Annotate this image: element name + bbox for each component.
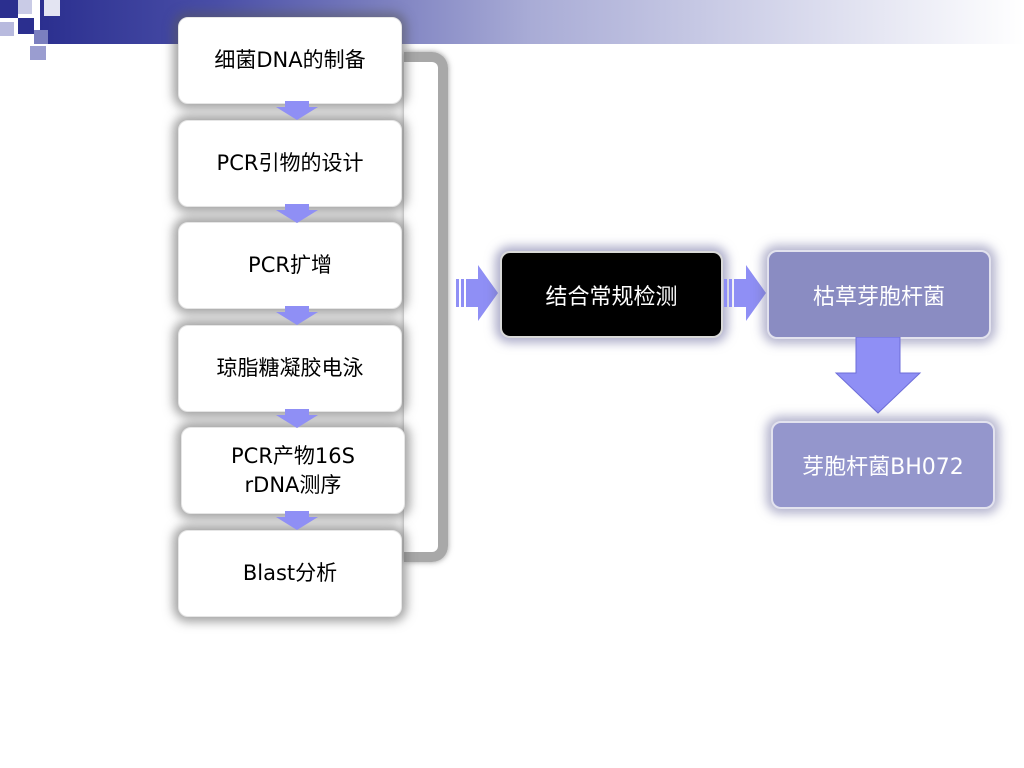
down-arrow-icon: [276, 101, 318, 120]
deco-square: [0, 22, 14, 36]
deco-square: [18, 18, 34, 34]
deco-square: [18, 0, 32, 14]
right-arrow-icon: [724, 265, 766, 321]
step-label: 琼脂糖凝胶电泳: [216, 356, 364, 380]
deco-square: [30, 46, 46, 60]
step-box-dna-prep: 细菌DNA的制备: [178, 17, 402, 104]
combined-detection-box: 结合常规检测: [500, 251, 723, 338]
deco-square: [0, 0, 18, 18]
down-arrow-icon: [276, 204, 318, 223]
down-arrow-icon: [276, 409, 318, 428]
deco-square: [34, 30, 48, 44]
step-label: Blast分析: [242, 561, 338, 585]
down-arrow-icon: [276, 306, 318, 325]
step-label: PCR产物16S rDNA测序: [231, 443, 355, 497]
species-box: 枯草芽胞杆菌: [767, 250, 991, 339]
step-label: PCR扩增: [248, 253, 332, 277]
step-label: PCR引物的设计: [216, 151, 364, 175]
step-box-pcr-amplification: PCR扩增: [178, 222, 402, 309]
species-label: 枯草芽胞杆菌: [812, 284, 945, 310]
steps-bracket: [404, 52, 448, 562]
down-arrow-icon: [834, 337, 922, 414]
combined-detection-label: 结合常规检测: [545, 284, 678, 310]
strain-label: 芽胞杆菌BH072: [802, 455, 964, 480]
strain-box: 芽胞杆菌BH072: [771, 421, 995, 509]
step-box-gel-electrophoresis: 琼脂糖凝胶电泳: [178, 325, 402, 412]
step-box-blast: Blast分析: [178, 530, 402, 617]
step-label: 细菌DNA的制备: [214, 48, 366, 72]
down-arrow-icon: [276, 511, 318, 530]
step-box-sequencing: PCR产物16S rDNA测序: [181, 427, 405, 514]
step-box-primer-design: PCR引物的设计: [178, 120, 402, 207]
deco-square: [44, 0, 60, 16]
right-arrow-icon: [456, 265, 498, 321]
